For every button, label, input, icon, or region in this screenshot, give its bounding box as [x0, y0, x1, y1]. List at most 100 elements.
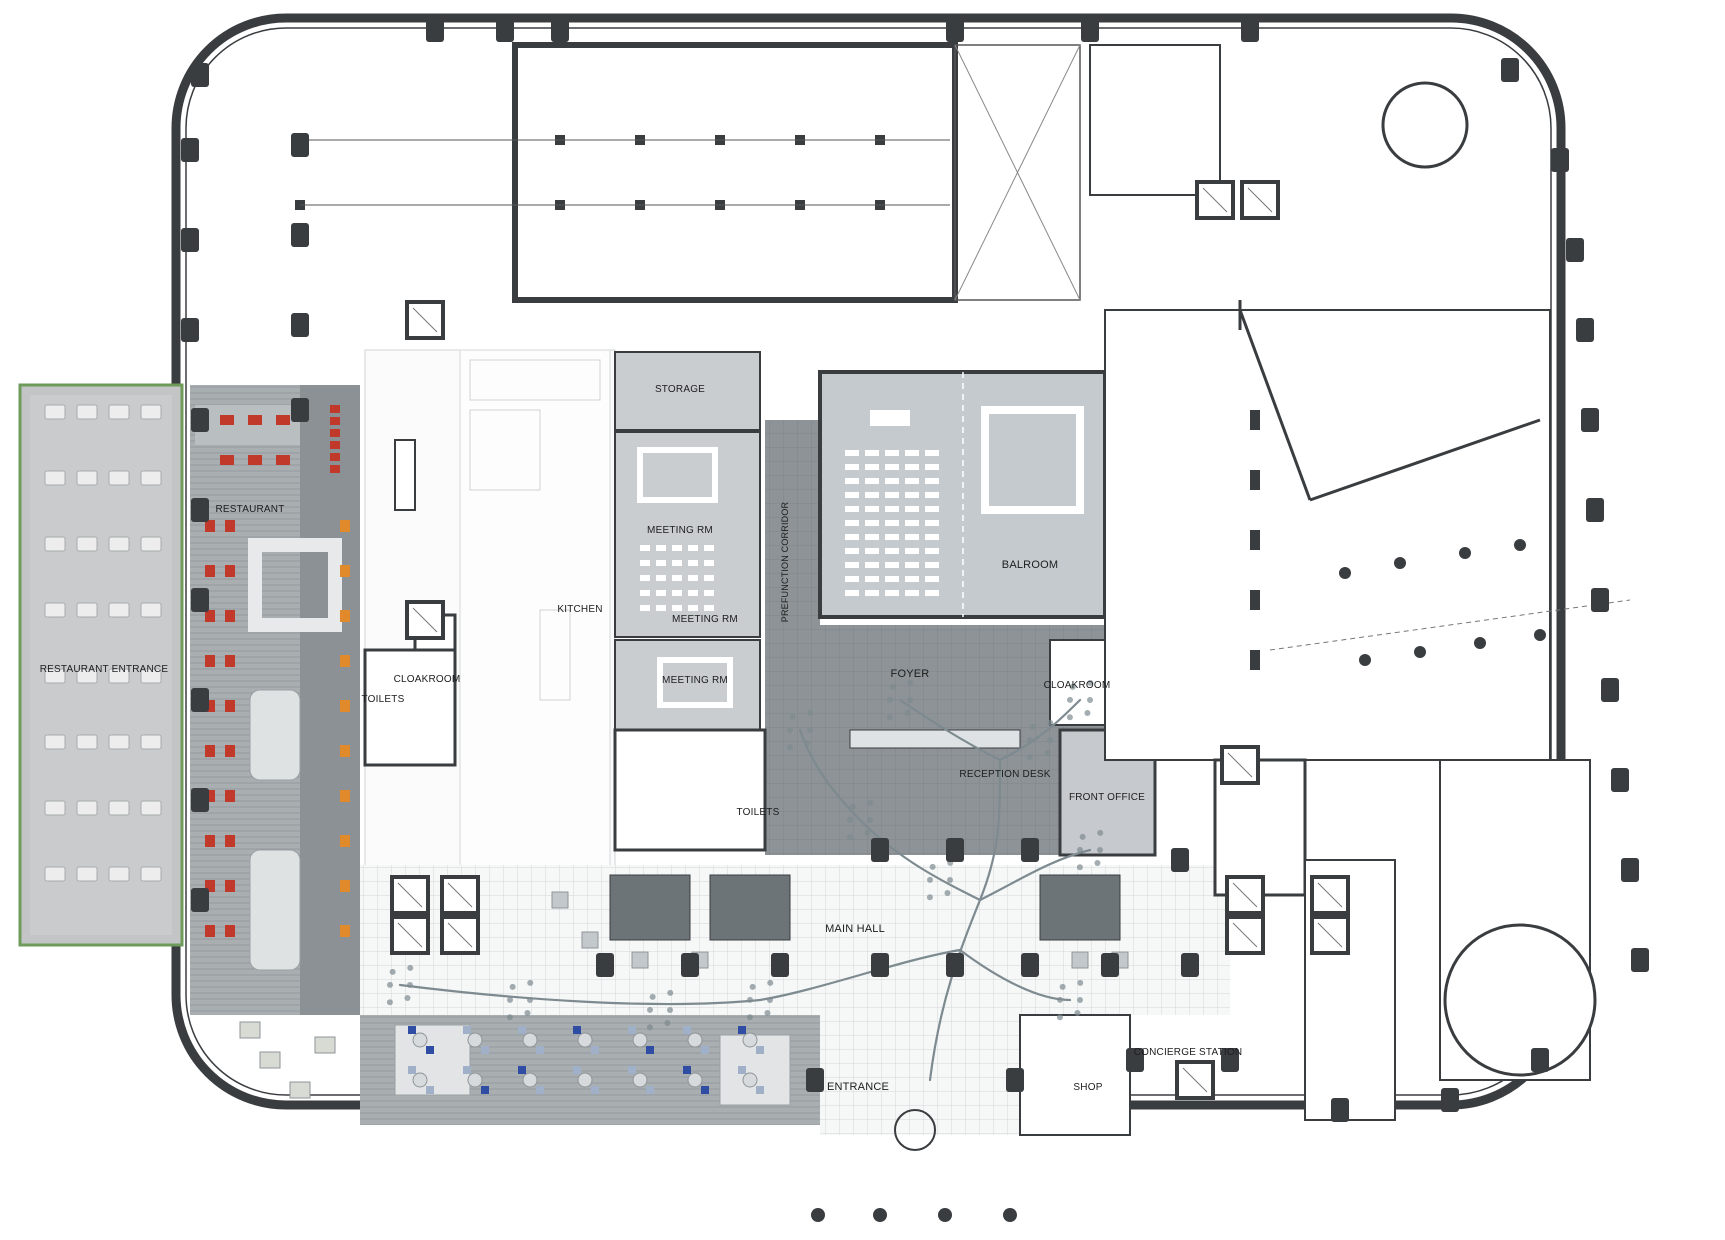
ballroom-seat — [845, 492, 859, 498]
east-columns — [1250, 410, 1546, 670]
terrace-table — [44, 668, 66, 684]
lounge-chair — [683, 1026, 691, 1034]
label-cloakroom-left: CLOAKROOM — [394, 674, 461, 685]
tree-leaf — [1059, 983, 1066, 990]
ballroom-seat — [905, 478, 919, 484]
tree-leaf — [507, 996, 514, 1003]
ballroom-seat — [905, 520, 919, 526]
label-restaurant: RESTAURANT — [215, 504, 284, 515]
ballroom-seat — [905, 506, 919, 512]
restaurant-chair — [276, 455, 290, 465]
room-labels: RESTAURANT ENTRANCE RESTAURANT KITCHEN S… — [40, 384, 1242, 1093]
ballroom-seat — [925, 464, 939, 470]
restaurant-chair — [220, 455, 234, 465]
meeting-seat — [688, 605, 698, 611]
pier — [191, 408, 209, 432]
ballroom-seat — [925, 506, 939, 512]
meeting-seat — [672, 605, 682, 611]
tree-leaf — [506, 1014, 513, 1021]
lounge-chair — [518, 1026, 526, 1034]
restaurant-chair — [225, 610, 235, 622]
hall-seat — [551, 891, 569, 909]
meeting-seat — [704, 575, 714, 581]
pier — [181, 228, 199, 252]
tree-leaf — [746, 1014, 753, 1021]
tree-leaf — [889, 683, 896, 690]
tree-leaf — [1074, 1010, 1081, 1017]
lounge-chair — [756, 1086, 764, 1094]
tree-leaf — [1026, 754, 1033, 761]
label-reception-desk: RECEPTION DESK — [959, 769, 1050, 780]
lounge-table — [742, 1072, 758, 1088]
hall-seat — [631, 951, 649, 969]
tree-leaf — [786, 744, 793, 751]
pier — [191, 498, 209, 522]
pier — [191, 588, 209, 612]
label-toilets-left: TOILETS — [362, 694, 405, 705]
lounge-chair — [481, 1046, 489, 1054]
restaurant-chair — [330, 429, 340, 437]
ballroom-seat — [905, 562, 919, 568]
ballroom-seat — [885, 450, 899, 456]
meeting-seat — [656, 575, 666, 581]
tree-leaf — [804, 740, 811, 747]
tree-leaf — [1069, 683, 1076, 690]
tree-leaf — [649, 993, 656, 1000]
restaurant-chair — [225, 520, 235, 532]
column — [1250, 650, 1260, 670]
tree-leaf — [807, 727, 813, 733]
tree-leaf — [1097, 829, 1104, 836]
tree-leaf — [867, 817, 873, 823]
pier — [496, 18, 514, 42]
column — [1250, 590, 1260, 610]
tree-leaf — [749, 983, 756, 990]
tree-leaf — [926, 894, 933, 901]
restaurant-chair — [340, 700, 350, 712]
tree-leaf — [867, 799, 874, 806]
tree-leaf — [887, 696, 894, 703]
elevator-mark — [1317, 922, 1343, 948]
pier — [191, 63, 209, 87]
ballroom-seat — [845, 464, 859, 470]
corner-lounge-seat — [289, 1081, 311, 1099]
lounge-chair — [463, 1026, 471, 1034]
lounge-table — [467, 1032, 483, 1048]
column — [1514, 539, 1526, 551]
pier — [946, 18, 964, 42]
lounge-table — [632, 1032, 648, 1048]
lounge-table — [632, 1072, 648, 1088]
tree-leaf — [1027, 736, 1034, 743]
label-foyer: FOYER — [891, 668, 930, 680]
restaurant-area — [190, 385, 360, 1015]
terrace-table — [140, 602, 162, 618]
meeting-seat — [672, 575, 682, 581]
restaurant-chair — [225, 880, 235, 892]
corner-lounge-seat — [259, 1051, 281, 1069]
ballroom-seat — [845, 520, 859, 526]
meeting-seat — [688, 590, 698, 596]
restaurant-chair — [205, 835, 215, 847]
restaurant-chair — [205, 700, 215, 712]
tree-leaf — [1076, 864, 1083, 871]
restaurant-chair — [225, 745, 235, 757]
restaurant-chair — [340, 880, 350, 892]
terrace-table — [108, 602, 130, 618]
lounge-table — [412, 1032, 428, 1048]
ballroom-seat — [865, 534, 879, 540]
pier — [1591, 588, 1609, 612]
meeting-seat — [704, 590, 714, 596]
lounge-chair — [463, 1066, 471, 1074]
tree-leaf — [1056, 1014, 1063, 1021]
lounge-table — [742, 1032, 758, 1048]
ballroom-seat — [865, 492, 879, 498]
ballroom-seat — [925, 478, 939, 484]
label-storage: STORAGE — [655, 384, 705, 395]
pier — [871, 838, 889, 862]
ballroom-seat — [865, 590, 879, 596]
restaurant-chair — [330, 465, 340, 473]
tree-leaf — [764, 1010, 771, 1017]
terrace-table — [140, 800, 162, 816]
restaurant-chair — [225, 835, 235, 847]
column — [1250, 470, 1260, 490]
meeting-seat — [656, 605, 666, 611]
